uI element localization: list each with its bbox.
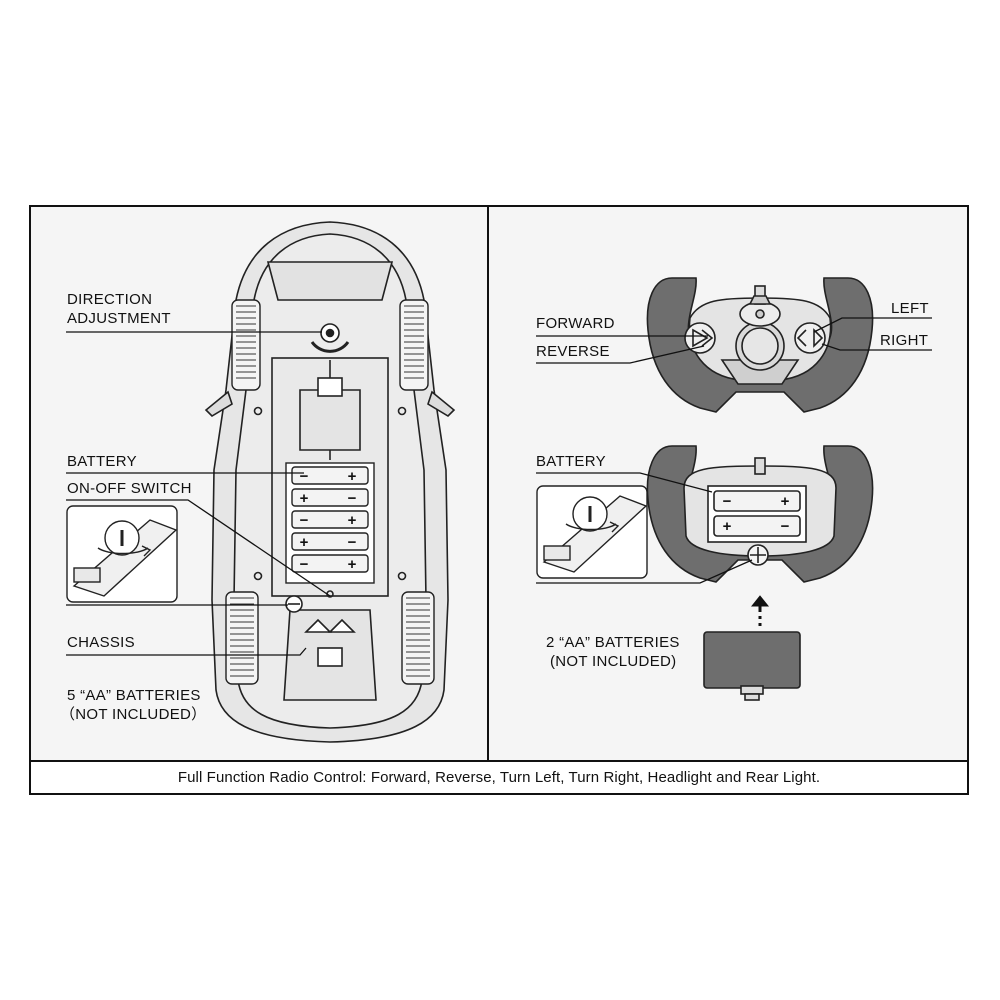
reverse-label: REVERSE bbox=[536, 343, 610, 360]
wheel-treads bbox=[230, 305, 430, 677]
left-label: LEFT bbox=[891, 300, 929, 317]
remote-batteries-label: 2 “AA” BATTERIES bbox=[546, 634, 680, 651]
remote-switch-inset bbox=[536, 485, 648, 579]
remote-battery-label: BATTERY bbox=[536, 453, 606, 470]
car-battery-pack-icon bbox=[285, 462, 375, 584]
remote-top-leader-lines bbox=[536, 317, 932, 364]
direction-adjustment-label-line2: ADJUSTMENT bbox=[67, 310, 171, 327]
car-battery-polarity: − + + − − + + − − + bbox=[300, 468, 357, 573]
remote-batteries-not-included: (NOT INCLUDED) bbox=[550, 653, 677, 670]
forward-reverse-button-icon bbox=[684, 322, 716, 354]
svg-text:+: + bbox=[348, 512, 357, 529]
svg-text:−: − bbox=[300, 468, 309, 485]
svg-text:−: − bbox=[348, 534, 357, 551]
remote-bottom-leader-lines bbox=[536, 472, 753, 584]
panel-divider bbox=[487, 207, 489, 760]
svg-text:+: + bbox=[348, 556, 357, 573]
remote-battery-polarity: − + + − bbox=[723, 493, 790, 535]
car-leader-lines bbox=[66, 331, 331, 656]
svg-text:+: + bbox=[300, 490, 309, 507]
svg-text:+: + bbox=[300, 534, 309, 551]
svg-text:−: − bbox=[348, 490, 357, 507]
feature-caption: Full Function Radio Control: Forward, Re… bbox=[177, 769, 821, 786]
car-wheels bbox=[225, 299, 435, 685]
svg-text:−: − bbox=[723, 493, 732, 510]
svg-text:−: − bbox=[300, 556, 309, 573]
svg-text:−: − bbox=[300, 512, 309, 529]
direction-adjustment-label: DIRECTION bbox=[67, 291, 153, 308]
forward-label: FORWARD bbox=[536, 315, 615, 332]
svg-text:+: + bbox=[348, 468, 357, 485]
svg-text:−: − bbox=[781, 518, 790, 535]
remote-bottom-drawing bbox=[646, 445, 874, 583]
left-right-button-icon bbox=[794, 322, 826, 354]
right-label: RIGHT bbox=[880, 332, 929, 349]
remote-top-drawing bbox=[646, 277, 874, 413]
arrow-up-icon bbox=[750, 595, 770, 626]
svg-text:+: + bbox=[781, 493, 790, 510]
caption-divider bbox=[31, 760, 967, 762]
on-off-switch-label: ON-OFF SWITCH bbox=[67, 480, 192, 497]
car-switch-inset bbox=[66, 505, 178, 603]
car-batteries-label: 5 “AA” BATTERIES bbox=[67, 687, 201, 704]
car-batteries-not-included: （NOT INCLUDED） bbox=[60, 706, 207, 723]
remote-battery-pack-icon bbox=[703, 631, 801, 701]
svg-text:+: + bbox=[723, 518, 732, 535]
chassis-label: CHASSIS bbox=[67, 634, 135, 651]
car-battery-label: BATTERY bbox=[67, 453, 137, 470]
